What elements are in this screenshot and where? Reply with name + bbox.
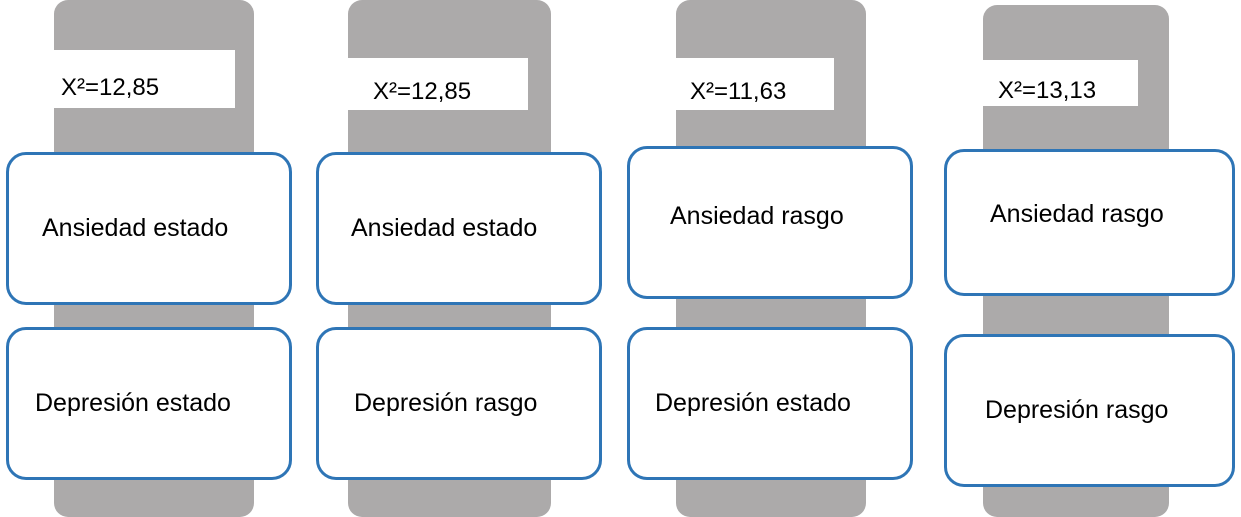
chi-square-label: X²=11,63 (676, 58, 834, 110)
top-variable-box: Ansiedad rasgo (627, 146, 913, 299)
chi-square-label: X²=12,85 (52, 50, 235, 108)
chi-square-label: X²=12,85 (348, 58, 528, 110)
chi-square-label: X²=13,13 (983, 60, 1138, 106)
top-variable-box: Ansiedad estado (6, 152, 292, 305)
top-variable-box: Ansiedad estado (316, 152, 602, 305)
bottom-variable-box: Depresión estado (6, 327, 292, 480)
bottom-variable-box: Depresión rasgo (944, 334, 1235, 487)
bottom-variable-box: Depresión estado (627, 327, 913, 480)
bottom-variable-box: Depresión rasgo (316, 327, 602, 480)
top-variable-box: Ansiedad rasgo (944, 149, 1235, 296)
